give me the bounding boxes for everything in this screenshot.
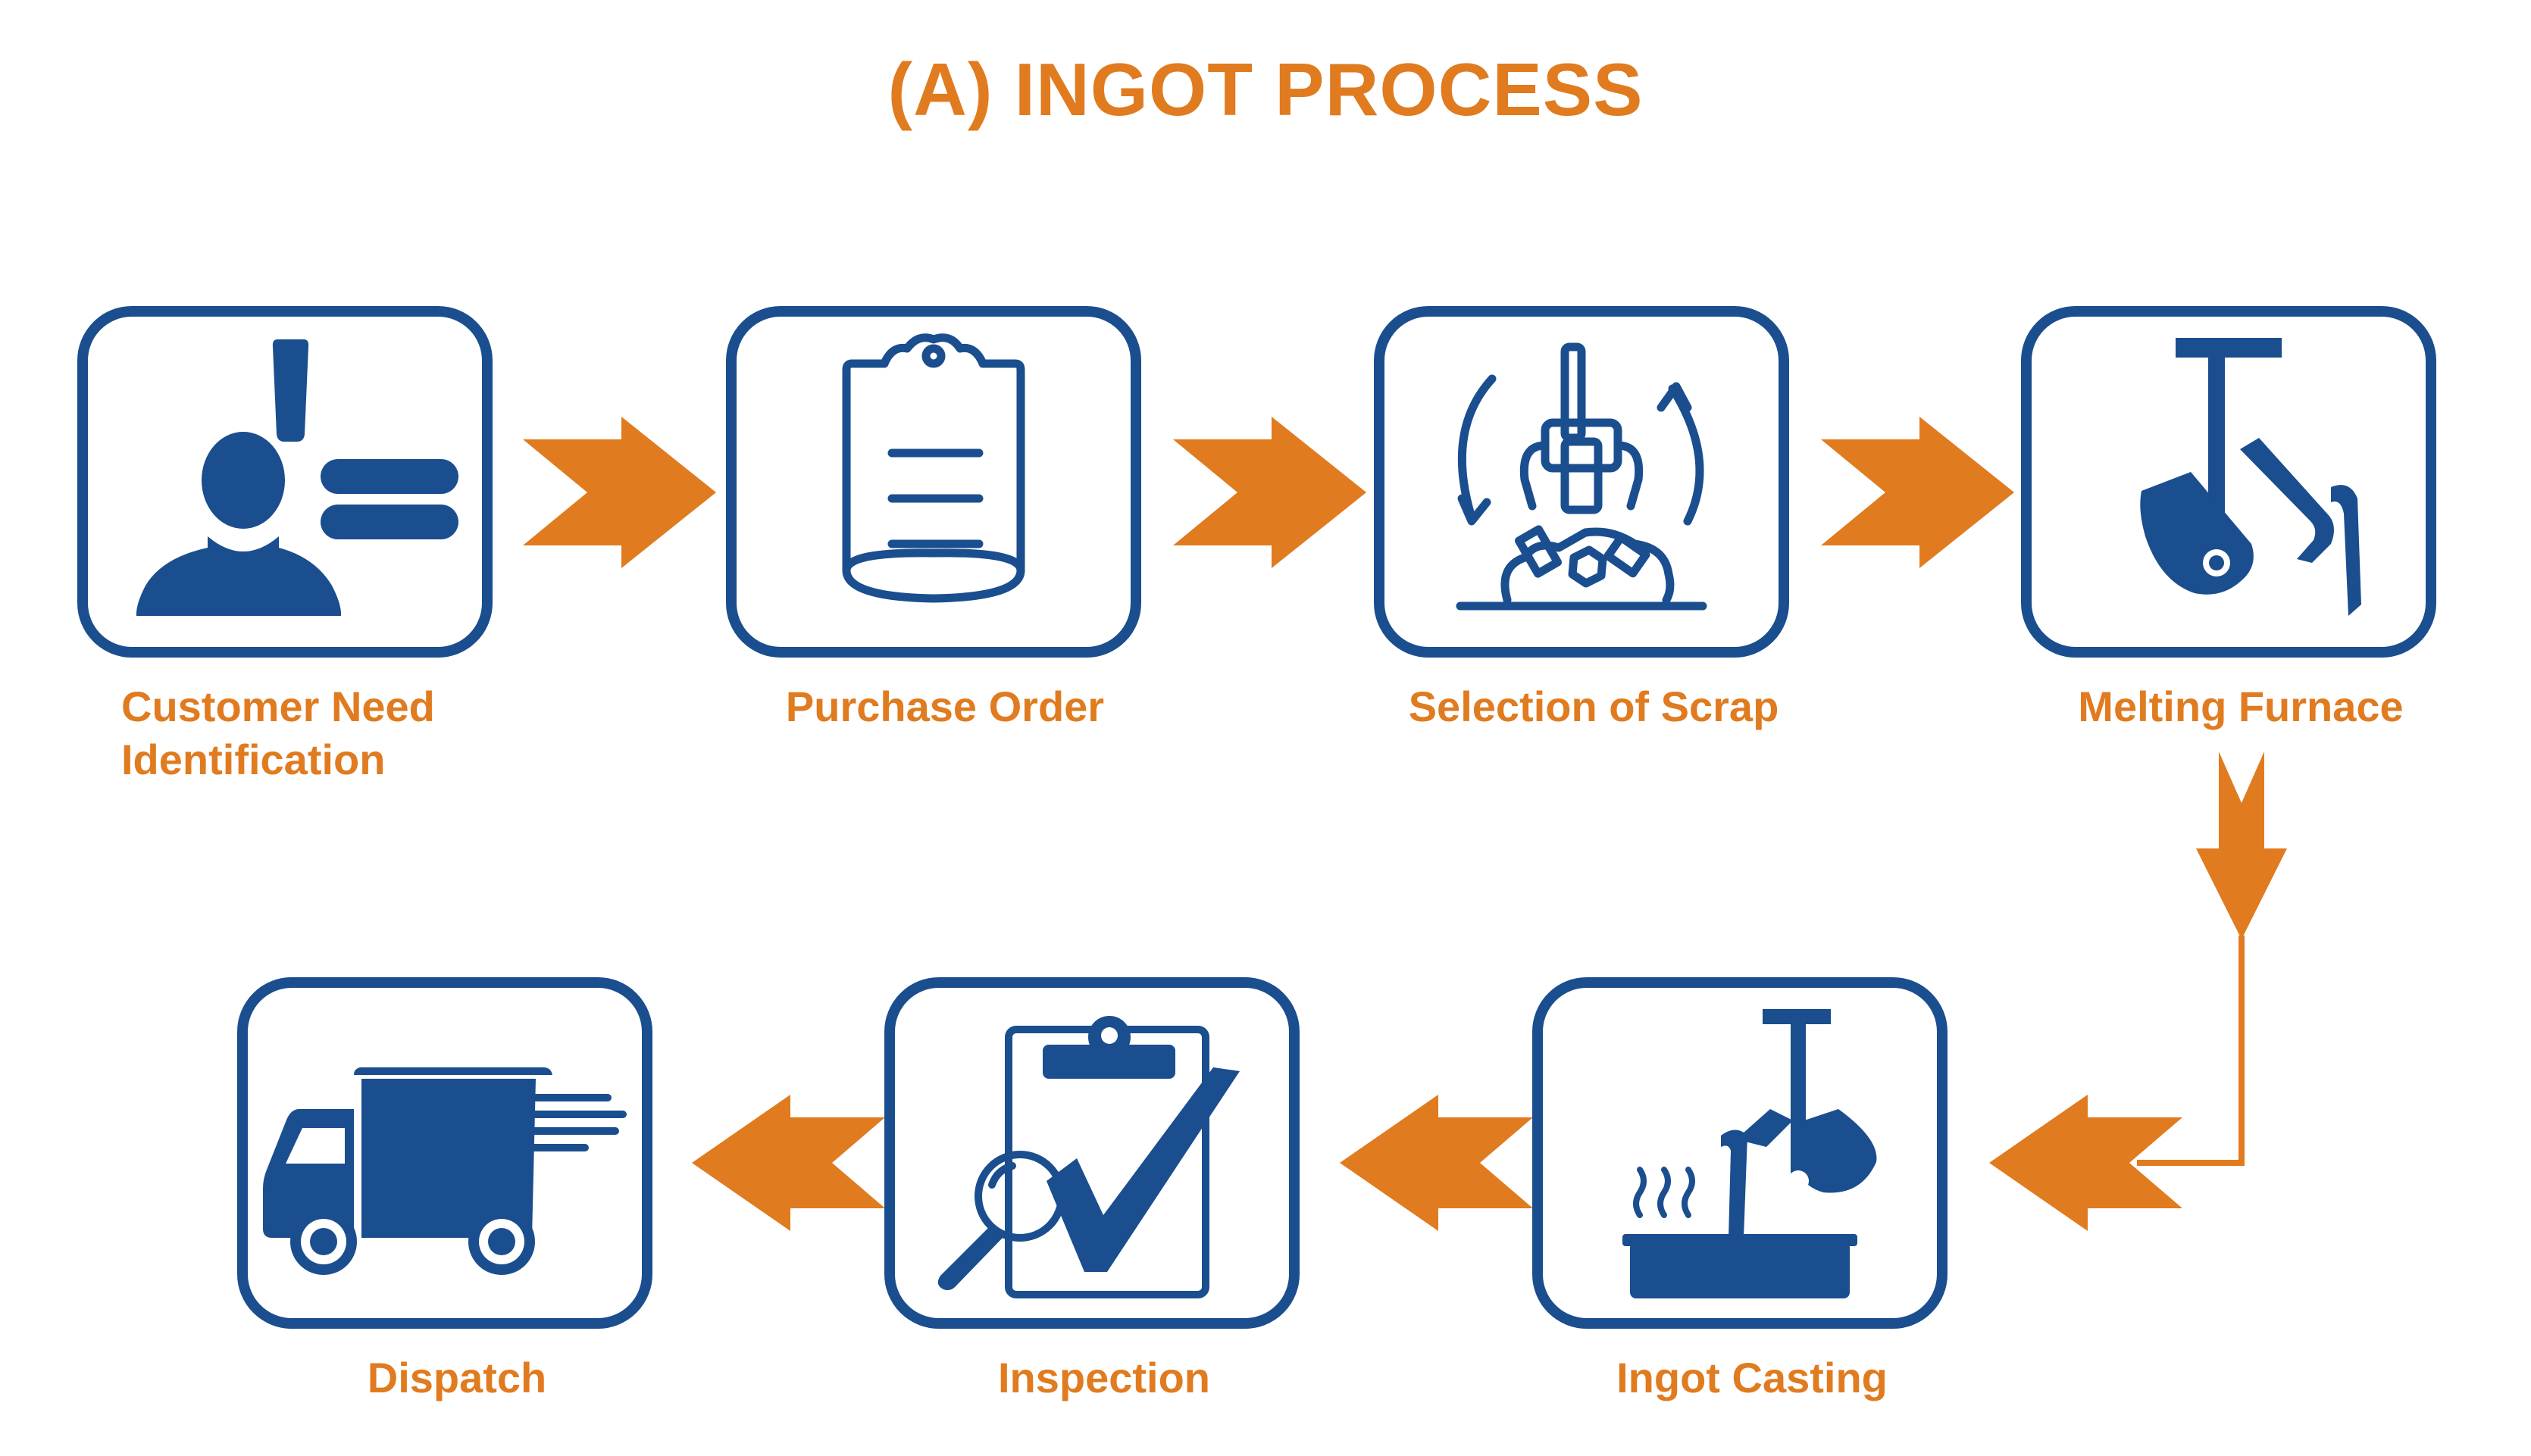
delivery-truck-icon [263, 1067, 627, 1275]
arrow-left-5 [1989, 1095, 2182, 1231]
step-ingot-casting [1532, 977, 1948, 1329]
step-melting-furnace [2021, 306, 2436, 658]
scrap-grabber-icon [1456, 342, 1707, 611]
page-title: (A) INGOT PROCESS [887, 48, 1644, 131]
arrow-right-3 [1821, 417, 2014, 568]
person-exclamation-equals-icon [136, 339, 458, 616]
step-dispatch [237, 977, 652, 1329]
arrow-left-6 [1340, 1095, 1533, 1231]
step-purchase-order [726, 306, 1141, 658]
arrow-left-7 [692, 1095, 885, 1231]
step-inspection [884, 977, 1300, 1329]
clipboard-icon [842, 333, 1025, 603]
furnace-ladle-icon [2140, 338, 2361, 616]
step-purchase-order-label: Purchase Order [785, 683, 1105, 730]
arrow-right-1 [523, 417, 716, 568]
step-melting-furnace-label: Melting Furnace [2078, 683, 2404, 730]
step-selection-scrap-label: Selection of Scrap [1408, 683, 1779, 730]
step-dispatch-label: Dispatch [367, 1354, 547, 1401]
ladle-pouring-mold-icon [1622, 1009, 1877, 1298]
checklist-magnifier-icon [937, 1016, 1240, 1298]
connector-line [2137, 936, 2245, 1166]
arrow-right-2 [1173, 417, 1366, 568]
step-inspection-label: Inspection [997, 1354, 1211, 1401]
arrow-down-4 [2196, 751, 2287, 939]
step-ingot-casting-label: Ingot Casting [1616, 1354, 1888, 1401]
step-customer-need-label: Customer Need Identification [121, 683, 435, 783]
step-customer-need [77, 306, 493, 658]
step-selection-scrap [1374, 306, 1789, 658]
